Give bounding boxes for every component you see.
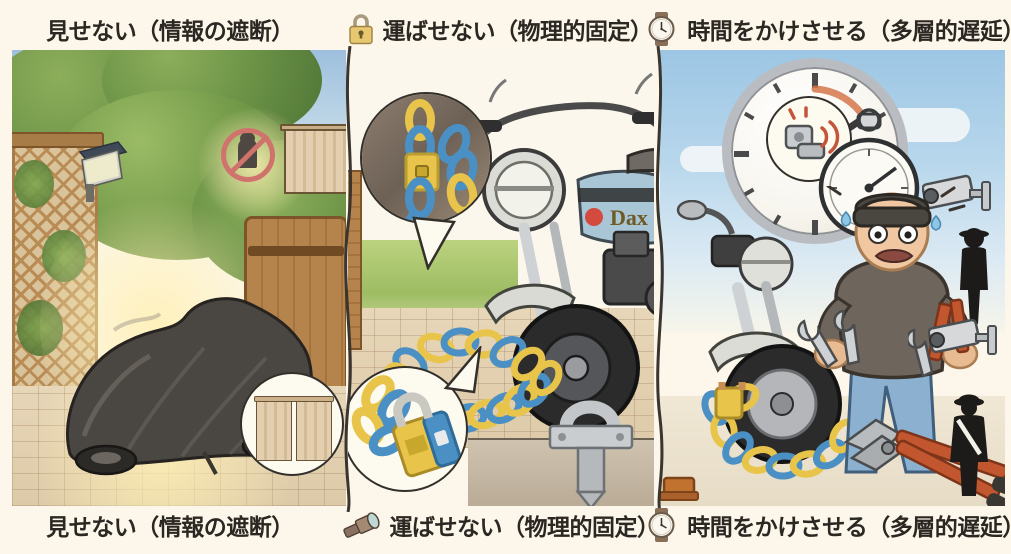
wristwatch-icon [648, 12, 675, 46]
callout-pointer-top [412, 216, 457, 270]
svg-text:Dax: Dax [610, 205, 648, 230]
clock-tick-12 [812, 73, 818, 88]
curtain-left-panel [256, 401, 292, 461]
road-marker [660, 476, 699, 501]
panel-prevent-transport: Dax [348, 50, 654, 506]
chain-detail-callout-top [360, 92, 492, 224]
padlock-detail-art [351, 375, 462, 478]
header-caption-1: 見せない（情報の遮断） [0, 0, 340, 58]
soil-cutaway [468, 438, 654, 506]
wrench-set [797, 310, 861, 369]
footer-caption-1: 見せない（情報の遮断） [0, 496, 340, 554]
chain-detail-art [400, 99, 478, 222]
ground-anchor [548, 400, 634, 506]
curtain-rod-top [280, 124, 346, 131]
header-caption-row: 見せない（情報の遮断） 運ばせない（物理的固定） 時間をかけさせる（多層的遅延 [0, 0, 1011, 58]
header-caption-1-label: 見せない（情報の遮断） [46, 19, 294, 45]
trellis-cap [12, 132, 104, 148]
curtain-right-panel [296, 401, 332, 461]
footer-caption-row: 見せない（情報の遮断） 運ばせない（物理的固定） [0, 496, 1011, 554]
alarm-disc-lock-art [784, 106, 840, 160]
gate-hinge-strap-upper [248, 246, 344, 256]
chain-on-wheel [701, 382, 859, 480]
footer-caption-1-label: 見せない（情報の遮断） [46, 515, 294, 541]
wristwatch-icon-footer [648, 508, 675, 542]
header-caption-3: 時間をかけさせる（多層的遅延） [648, 0, 1011, 58]
pedestrian-silhouette [959, 228, 989, 324]
chained-front-wheel [676, 200, 842, 464]
padlock-icon [348, 14, 373, 45]
footer-caption-3-label: 時間をかけさせる（多層的遅延） [687, 515, 1011, 541]
curtain-rod-bottom [254, 396, 334, 402]
no-peeking-sign [221, 128, 275, 182]
footer-caption-2-label: 運ばせない（物理的固定） [389, 515, 661, 541]
curtain-inset-bottom [240, 372, 344, 476]
panel-hide-information [12, 50, 346, 506]
callout-pointer-bottom [443, 346, 482, 394]
header-caption-3-label: 時間をかけさせる（多層的遅延） [687, 19, 1011, 45]
security-camera-bottom [928, 318, 997, 355]
solar-security-light-icon [78, 141, 128, 202]
padlock-detail-callout-bottom [348, 366, 468, 492]
telescope-icon [342, 512, 380, 538]
footer-caption-3: 時間をかけさせる（多層的遅延） [648, 496, 1011, 554]
police-silhouette [950, 394, 988, 496]
trellis-leaves-1 [14, 160, 54, 208]
curtain-inset-top [284, 128, 346, 194]
panel-waste-their-time [660, 50, 1005, 506]
header-caption-2-label: 運ばせない（物理的固定） [382, 19, 654, 45]
header-caption-2: 運ばせない（物理的固定） [340, 0, 658, 58]
footer-caption-2: 運ばせない（物理的固定） [340, 496, 661, 554]
